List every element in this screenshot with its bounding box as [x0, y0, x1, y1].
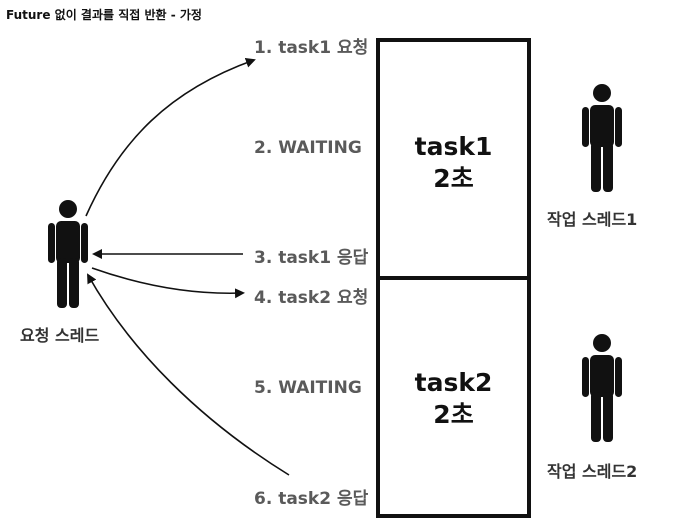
task2-duration: 2초: [433, 400, 474, 429]
task2-name: task2: [414, 368, 493, 397]
task2-box: task2 2초: [376, 276, 531, 518]
requester-person-icon: [48, 200, 88, 308]
arrow-task1-request: [85, 57, 256, 217]
requester-label: 요청 스레드: [20, 326, 100, 345]
step-5-label: 5. WAITING: [254, 378, 362, 398]
step-6-label: 6. task2 응답: [254, 489, 369, 509]
task1-duration: 2초: [433, 164, 474, 193]
step-4-label: 4. task2 요청: [254, 288, 369, 308]
worker2-person-icon: [582, 334, 622, 442]
arrow-task2-response: [87, 273, 290, 476]
worker1-person-icon: [582, 84, 622, 192]
task1-box: task1 2초: [376, 38, 531, 280]
step-3-label: 3. task1 응답: [254, 248, 369, 268]
worker2-label: 작업 스레드2: [547, 462, 638, 481]
step-2-label: 2. WAITING: [254, 138, 362, 158]
diagram-title: Future 없이 결과를 직접 반환 - 가정: [6, 8, 202, 22]
step-1-label: 1. task1 요청: [254, 38, 369, 58]
task1-name: task1: [414, 132, 493, 161]
arrow-task2-request: [91, 267, 245, 299]
worker1-label: 작업 스레드1: [547, 210, 638, 229]
